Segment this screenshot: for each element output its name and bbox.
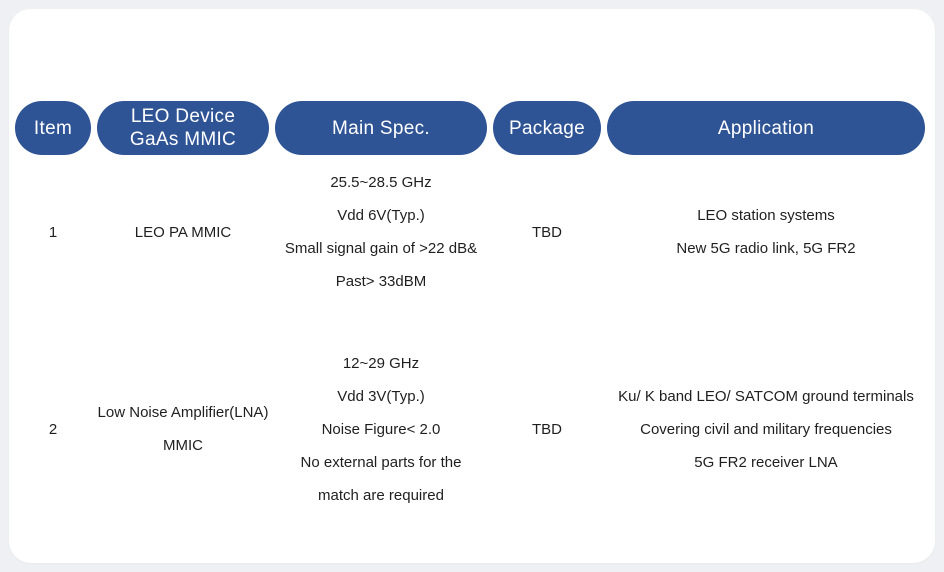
column-header-main-spec-label: Main Spec. (331, 117, 431, 139)
column-header-device: LEO Device GaAs MMIC (97, 101, 269, 155)
column-header-device-label: LEO Device GaAs MMIC (129, 106, 237, 150)
table-row-1: 1 LEO PA MMIC 25.5~28.5 GHz Vdd 6V(Typ.)… (9, 155, 935, 309)
row1-main-spec-cell: 25.5~28.5 GHz Vdd 6V(Typ.) Small signal … (275, 155, 487, 309)
row1-package-cell: TBD (493, 155, 601, 309)
column-header-item: Item (15, 101, 91, 155)
column-header-application: Application (607, 101, 925, 155)
column-header-package: Package (493, 101, 601, 155)
row1-package-value: TBD (532, 223, 562, 241)
row1-item-value: 1 (48, 223, 58, 241)
row1-item-cell: 1 (15, 155, 91, 309)
spec-table-card: Item LEO Device GaAs MMIC Main Spec. Pac… (9, 9, 935, 563)
row2-main-spec-cell: 12~29 GHz Vdd 3V(Typ.) Noise Figure< 2.0… (275, 309, 487, 549)
row2-device-value: Low Noise Amplifier(LNA) MMIC (97, 404, 269, 454)
table-row-2: 2 Low Noise Amplifier(LNA) MMIC 12~29 GH… (9, 309, 935, 549)
row2-main-spec-value: 12~29 GHz Vdd 3V(Typ.) Noise Figure< 2.0… (300, 354, 462, 504)
row1-device-value: LEO PA MMIC (134, 223, 232, 241)
row1-main-spec-value: 25.5~28.5 GHz Vdd 6V(Typ.) Small signal … (284, 174, 478, 290)
row2-device-cell: Low Noise Amplifier(LNA) MMIC (97, 309, 269, 549)
column-header-package-label: Package (508, 117, 586, 139)
row2-application-cell: Ku/ K band LEO/ SATCOM ground terminals … (607, 309, 925, 549)
row2-item-cell: 2 (15, 309, 91, 549)
row1-application-value: LEO station systems New 5G radio link, 5… (676, 207, 856, 257)
table-header-row: Item LEO Device GaAs MMIC Main Spec. Pac… (9, 101, 935, 155)
row2-application-value: Ku/ K band LEO/ SATCOM ground terminals … (618, 387, 914, 471)
row2-package-value: TBD (532, 420, 562, 438)
row1-application-cell: LEO station systems New 5G radio link, 5… (607, 155, 925, 309)
column-header-application-label: Application (717, 117, 815, 139)
column-header-main-spec: Main Spec. (275, 101, 487, 155)
row2-package-cell: TBD (493, 309, 601, 549)
row1-device-cell: LEO PA MMIC (97, 155, 269, 309)
column-header-item-label: Item (33, 117, 73, 139)
row2-item-value: 2 (48, 420, 58, 438)
